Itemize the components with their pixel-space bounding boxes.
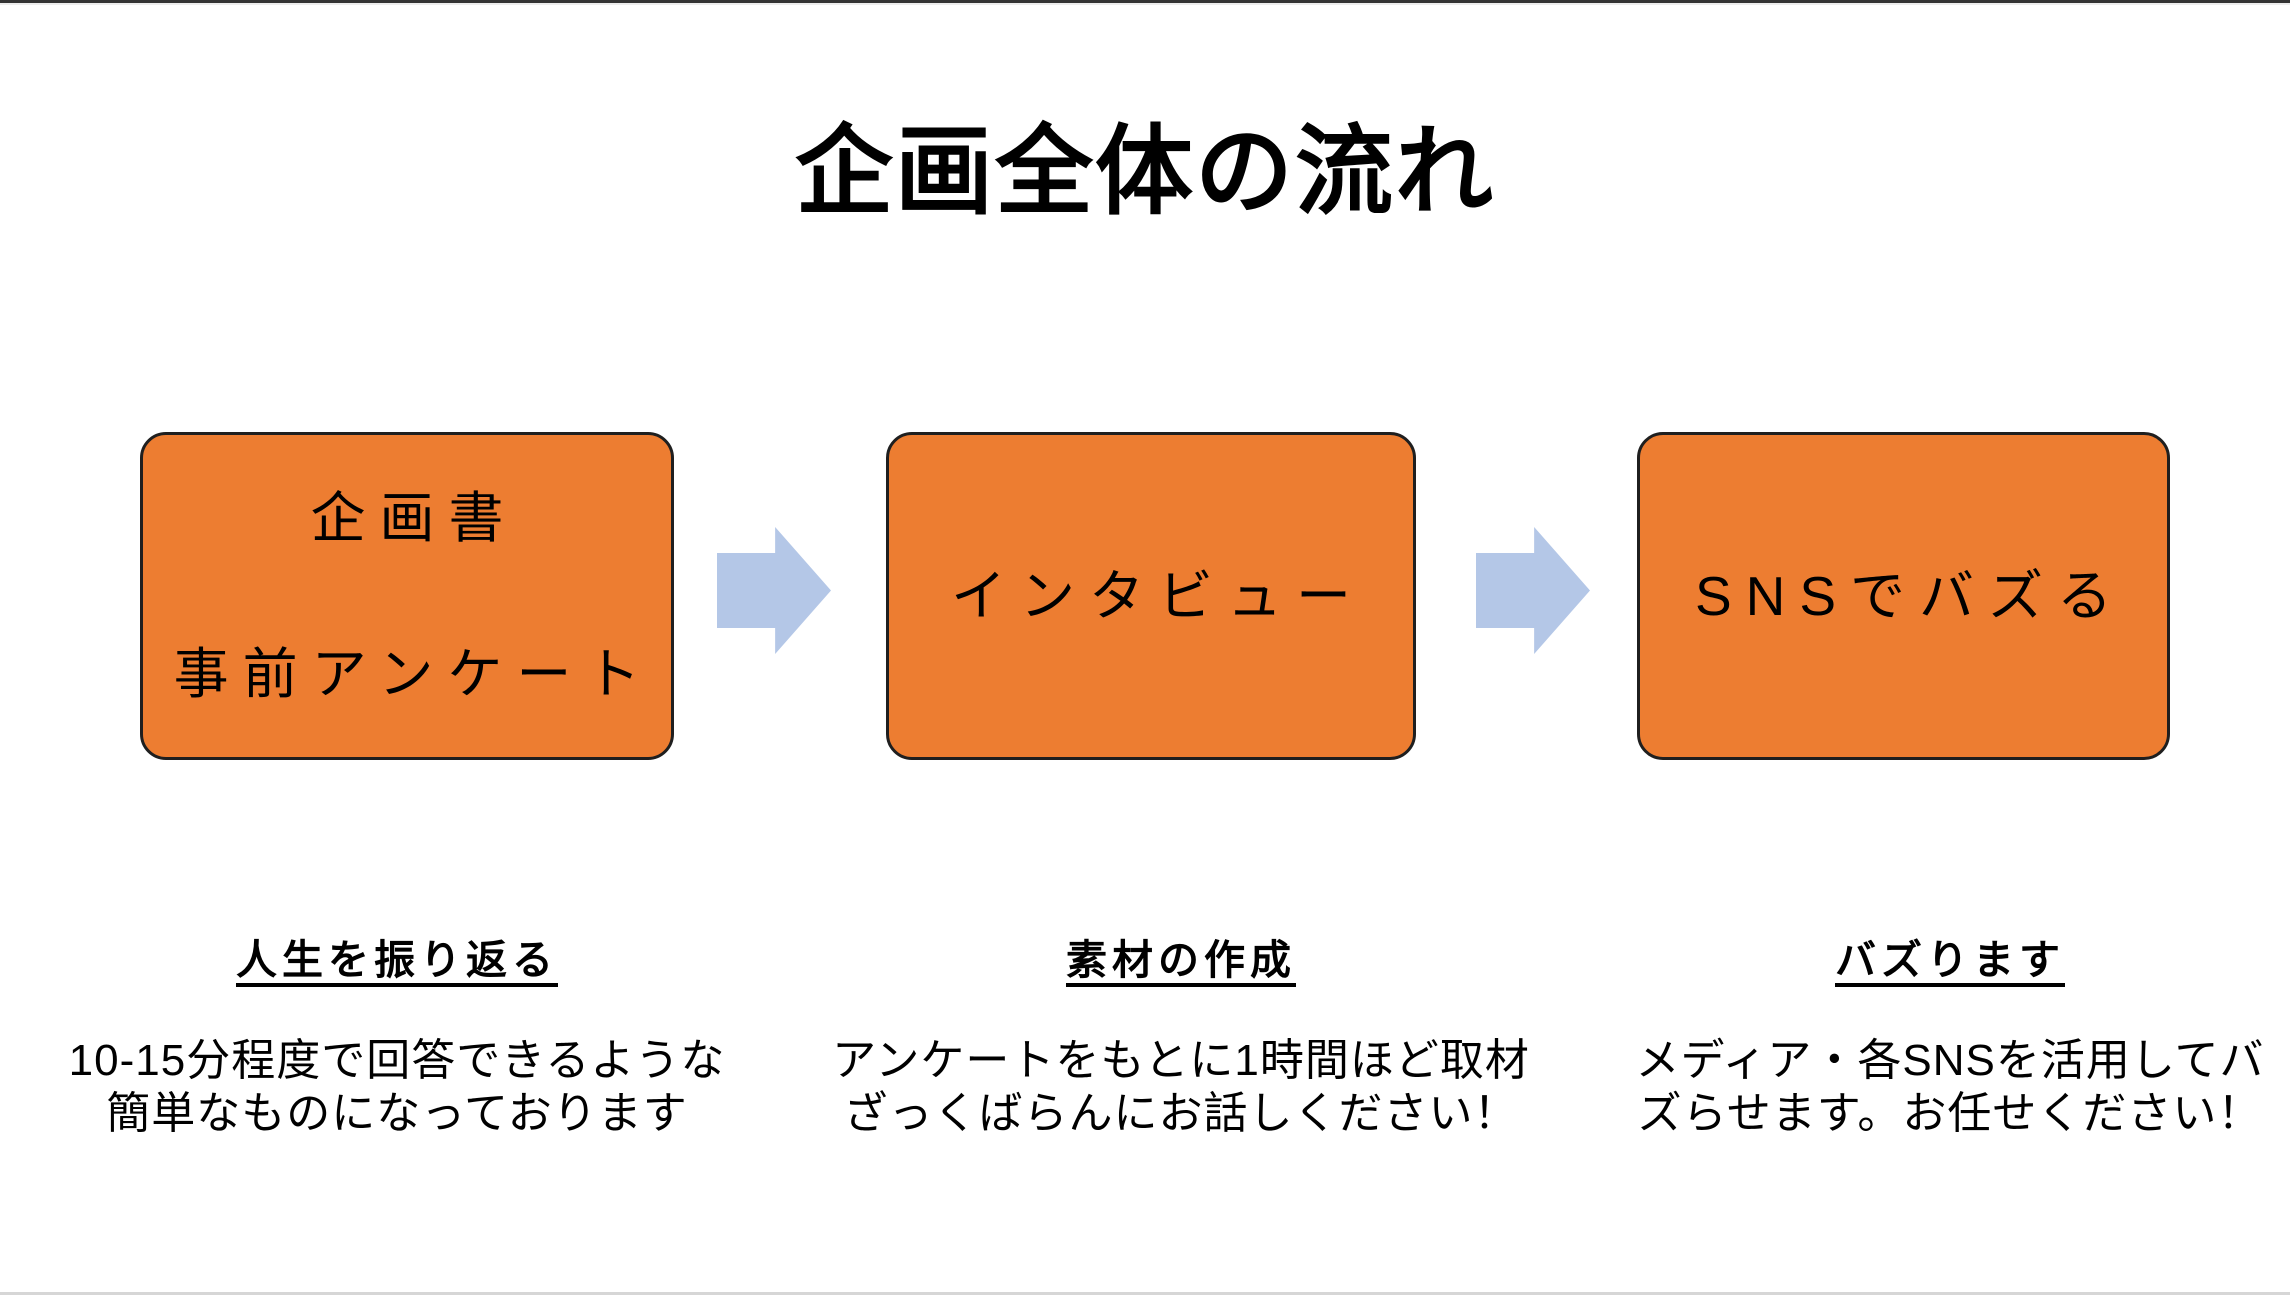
step-note-1: 人生を振り返る 10-15分程度で回答できるような 簡単なものになっております: [17, 936, 777, 1141]
flow-box-presurvey-label: 事前アンケート: [173, 643, 655, 705]
flow-box-sns-buzz-label: SNSでバズる: [1694, 564, 2127, 627]
step-description-3: メディア・各SNSを活用してバ ズらせます。お任せください！: [1635, 1036, 2265, 1138]
step-description-1: 10-15分程度で回答できるような 簡単なものになっております: [68, 1036, 726, 1138]
step-note-2: 素材の作成 アンケートをもとに1時間ほど取材 ざっくばらんにお話しください！: [801, 936, 1561, 1141]
flow-box-interview-label: インタビュー: [950, 564, 1365, 627]
right-arrow-icon: [1476, 527, 1590, 654]
step-heading-3: バズります: [1835, 937, 2065, 983]
step-note-3: バズります メディア・各SNSを活用してバ ズらせます。お任せください！: [1570, 936, 2290, 1141]
top-edge-line: [0, 0, 2290, 3]
slide-title: 企画全体の流れ: [794, 116, 1495, 226]
right-arrow-icon: [717, 527, 831, 654]
step-description-2: アンケートをもとに1時間ほど取材 ざっくばらんにお話しください！: [832, 1036, 1530, 1138]
step-heading-2: 素材の作成: [1066, 937, 1296, 983]
flow-box-proposal-survey: 企画書 事前アンケート: [140, 432, 674, 760]
flow-box-sns-buzz: SNSでバズる: [1637, 432, 2170, 760]
flow-box-interview: インタビュー: [886, 432, 1416, 760]
flow-box-proposal-label: 企画書: [310, 486, 518, 549]
step-heading-1: 人生を振り返る: [236, 937, 558, 983]
bottom-edge-line: [0, 1292, 2290, 1295]
